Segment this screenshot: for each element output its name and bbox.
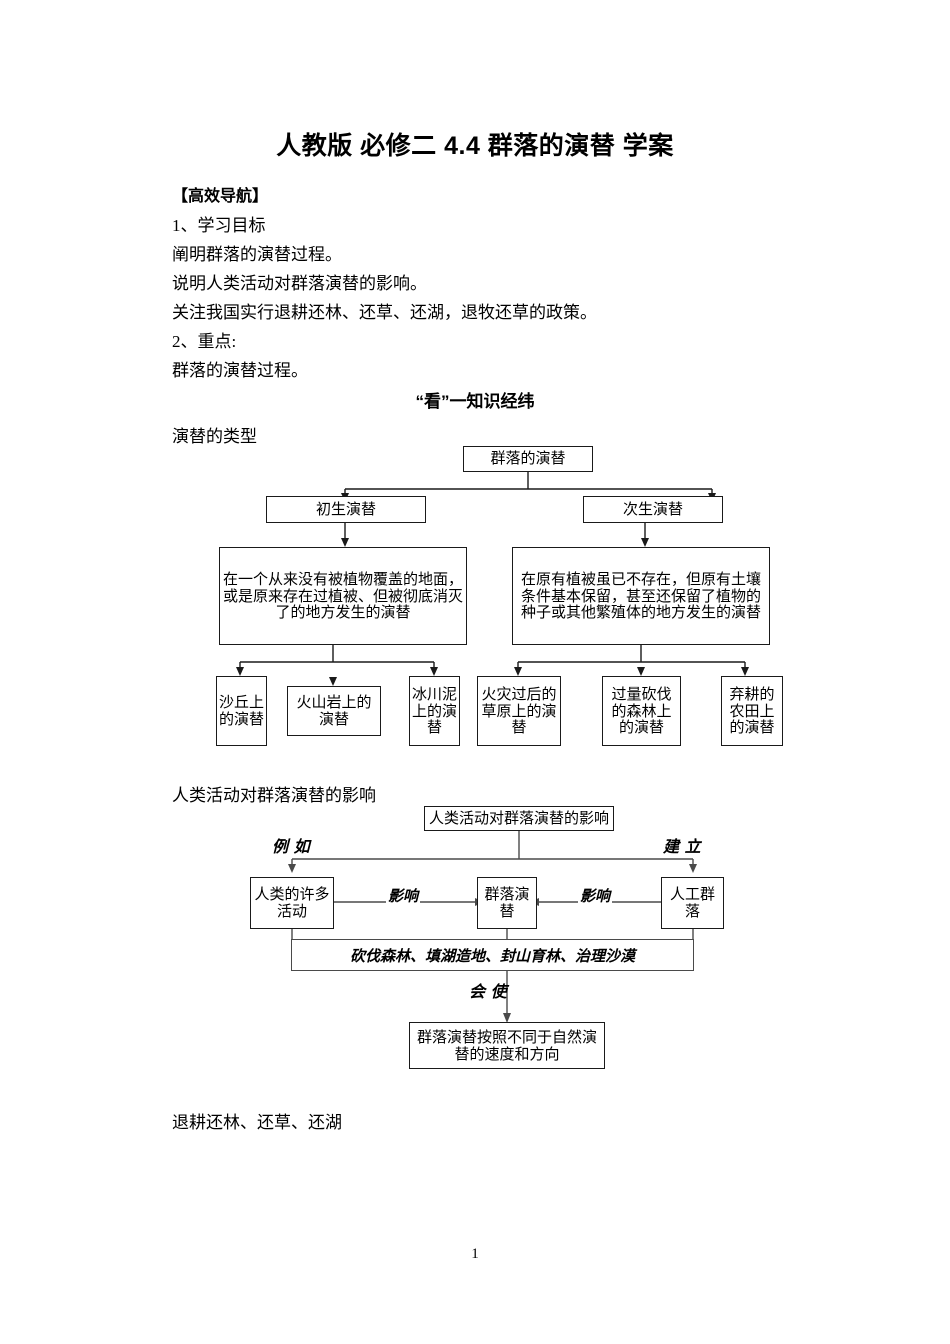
leaf-sand-dune-succession: 沙丘上的演替 bbox=[216, 676, 267, 746]
leaf-volcanic-rock-succession: 火山岩上的演替 bbox=[287, 686, 381, 736]
page-title: 人教版 必修二 4.4 群落的演替 学案 bbox=[276, 132, 674, 160]
section-heading: “看”一知识经纬 bbox=[415, 392, 535, 411]
body-line-5: 2、重点: bbox=[172, 332, 237, 351]
node-primary-succession: 初生演替 bbox=[266, 496, 426, 523]
page-number: 1 bbox=[471, 1246, 479, 1262]
body-line-4: 关注我国实行退耕还林、还草、还湖，退牧还草的政策。 bbox=[172, 303, 597, 322]
nav-heading: 【高效导航】 bbox=[172, 188, 269, 205]
body-line-1: 1、学习目标 bbox=[172, 216, 266, 235]
diagram1-caption: 演替的类型 bbox=[172, 427, 257, 446]
closing-line: 退耕还林、还草、还湖 bbox=[172, 1113, 342, 1132]
leaf-glacial-mud-succession: 冰川泥上的演替 bbox=[409, 676, 460, 746]
leaf-post-fire-grassland-succession: 火灾过后的草原上的演替 bbox=[477, 676, 561, 746]
node-secondary-description: 在原有植被虽已不存在，但原有土壤条件基本保留，甚至还保留了植物的种子或其他繁殖体… bbox=[512, 547, 770, 645]
leaf-overlogged-forest-succession: 过量砍伐的森林上的演替 bbox=[602, 676, 681, 746]
node-human-activities: 人类的许多活动 bbox=[250, 877, 334, 929]
body-line-3: 说明人类活动对群落演替的影响。 bbox=[172, 274, 427, 293]
node-activities-list: 砍伐森林、填湖造地、封山育林、治理沙漠 bbox=[291, 939, 694, 971]
leaf-abandoned-farmland-succession: 弃耕的农田上的演替 bbox=[721, 676, 783, 746]
edge-label-influence-left: 影响 bbox=[386, 885, 421, 906]
body-line-6: 群落的演替过程。 bbox=[172, 361, 308, 380]
label-for-example: 例 如 bbox=[272, 837, 310, 856]
node-root-succession: 群落的演替 bbox=[463, 446, 593, 472]
label-establish: 建 立 bbox=[663, 837, 701, 856]
edge-label-influence-right: 影响 bbox=[578, 885, 613, 906]
body-line-2: 阐明群落的演替过程。 bbox=[172, 245, 342, 264]
node-secondary-succession: 次生演替 bbox=[583, 496, 723, 523]
node-primary-description: 在一个从来没有被植物覆盖的地面，或是原来存在过植被、但被彻底消灭了的地方发生的演… bbox=[219, 547, 467, 645]
node-succession-outcome: 群落演替按照不同于自然演替的速度和方向 bbox=[409, 1022, 605, 1069]
node-human-impact-root: 人类活动对群落演替的影响 bbox=[424, 806, 614, 831]
diagram2-caption: 人类活动对群落演替的影响 bbox=[172, 786, 376, 805]
node-artificial-community: 人工群落 bbox=[661, 877, 724, 929]
label-will-cause: 会 使 bbox=[469, 982, 507, 1001]
node-community-succession: 群落演替 bbox=[477, 877, 537, 929]
